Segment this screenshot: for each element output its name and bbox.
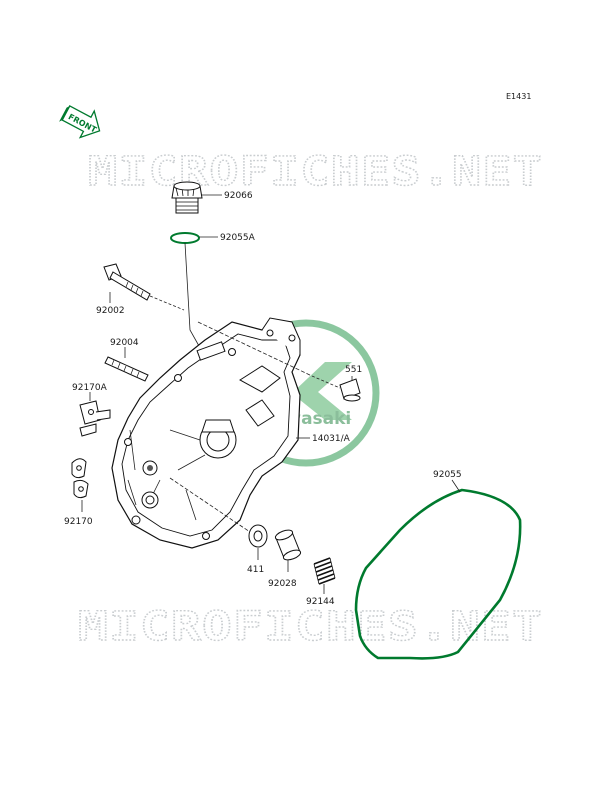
part-label-92055a: 92055A (220, 233, 256, 243)
part-label-92170: 92170 (64, 517, 93, 527)
part-label-92002: 92002 (96, 306, 125, 316)
o-ring-92055a (170, 232, 200, 244)
diagram-code: E1431 (506, 92, 531, 101)
stud-bolt-92004 (104, 356, 149, 382)
part-label-551: 551 (345, 365, 362, 375)
spring-92144 (313, 557, 336, 585)
part-label-92004: 92004 (110, 338, 139, 348)
clamp-92170a (79, 400, 111, 437)
oil-filler-cap-92066 (171, 181, 203, 214)
clamp-92170 (71, 458, 89, 499)
part-label-411: 411 (247, 565, 264, 575)
part-label-14031a: 14031/A (312, 434, 351, 444)
watermark-top: MICROFICHES.NET (88, 149, 543, 195)
part-label-92144: 92144 (306, 597, 335, 607)
watermark-bottom: MICROFICHES.NET (78, 604, 543, 650)
part-label-92028: 92028 (268, 579, 297, 589)
bolt-92002 (103, 263, 151, 301)
part-label-92066: 92066 (224, 191, 253, 201)
front-arrow-icon: FRONT (59, 105, 101, 139)
dowel-pin-551 (339, 378, 361, 402)
washer-411 (248, 524, 268, 548)
part-label-92170a: 92170A (72, 383, 108, 393)
bushing-92028 (274, 529, 302, 561)
part-label-92055: 92055 (433, 470, 462, 480)
gasket-92055 (354, 488, 522, 660)
engine-cover-14031a (111, 317, 301, 549)
